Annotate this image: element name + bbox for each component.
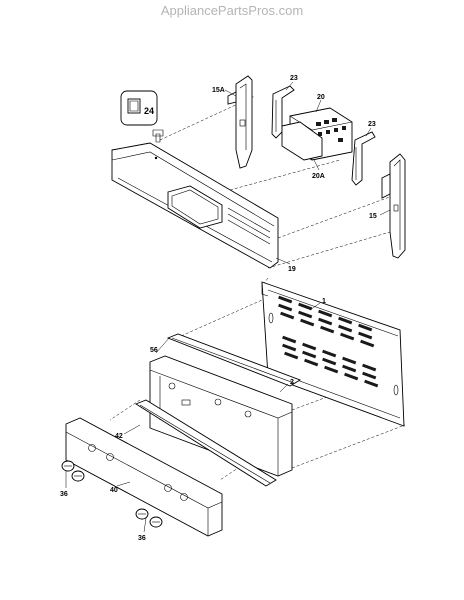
part-15-right-end-bracket <box>381 153 406 259</box>
part-24-switch <box>120 90 164 143</box>
part-15a-left-end-bracket <box>227 75 253 169</box>
callout-36-left: 36 <box>60 491 68 498</box>
callout-1: 1 <box>322 298 326 305</box>
callout-23-right: 23 <box>368 121 376 128</box>
part-56-top-trim <box>166 333 302 387</box>
part-2-manifold-panel <box>149 355 293 477</box>
callout-19: 19 <box>288 266 296 273</box>
part-40-knob-panel <box>65 417 223 537</box>
rear-panel-vents <box>278 295 379 388</box>
callout-labels: 15A 23 20 24 23 20A 15 19 1 56 2 42 40 3… <box>60 75 377 542</box>
callout-leaders <box>65 81 391 533</box>
part-42-lower-trim <box>135 399 277 487</box>
callout-24: 24 <box>144 106 154 116</box>
part-23-right-bracket <box>351 131 376 186</box>
callout-2: 2 <box>290 379 294 386</box>
site-watermark: AppliancePartsPros.com <box>160 3 304 18</box>
callout-56: 56 <box>150 347 158 354</box>
callout-20: 20 <box>317 94 325 101</box>
callout-36-bottom: 36 <box>138 535 146 542</box>
callout-42: 42 <box>115 433 123 440</box>
callout-15a: 15A <box>212 87 225 94</box>
part-36-knobs-bottom <box>135 508 163 528</box>
callout-20a: 20A <box>312 173 325 180</box>
callout-15: 15 <box>369 213 377 220</box>
part-1-rear-panel <box>261 281 405 427</box>
part-23-top-bracket <box>271 85 295 139</box>
part-20-control-board <box>281 107 353 161</box>
callout-40: 40 <box>110 487 118 494</box>
part-19-control-panel <box>111 142 279 269</box>
part-36-knobs-left <box>61 460 85 482</box>
callout-23-top: 23 <box>290 75 298 82</box>
